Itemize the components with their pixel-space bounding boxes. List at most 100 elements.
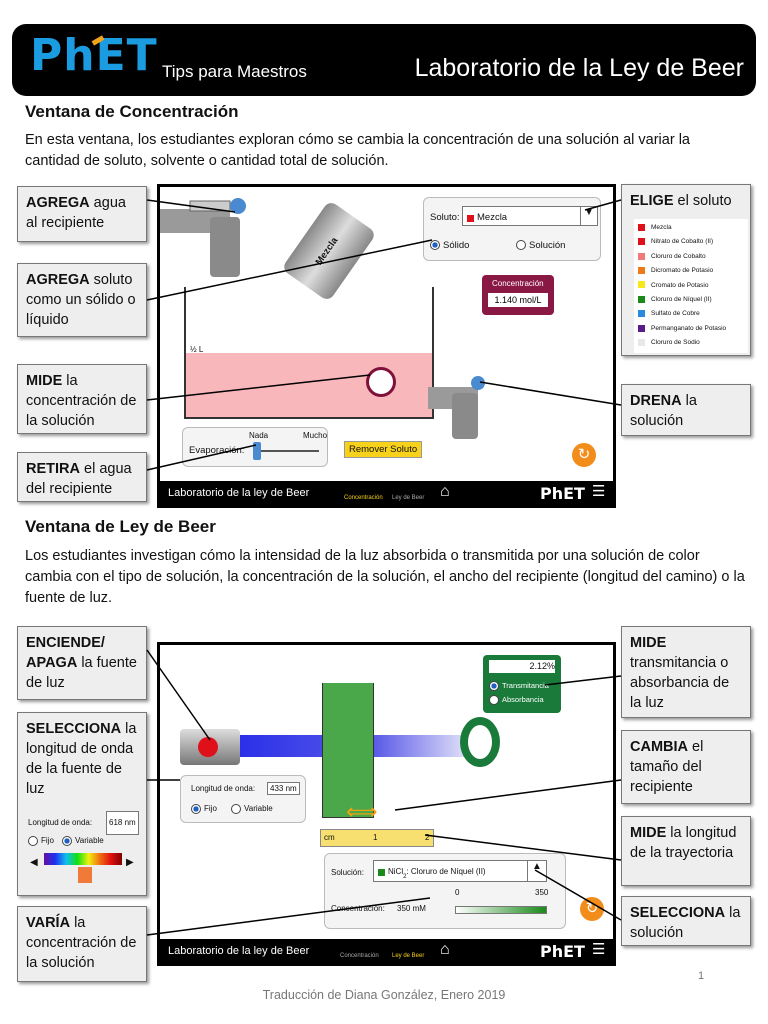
solute-list-item[interactable]: Cloruro de Cobalto — [638, 250, 744, 264]
solute-list-item[interactable]: Permanganato de Potasio — [638, 322, 744, 336]
concentration-probe-icon[interactable] — [366, 367, 396, 397]
callout-light-toggle: ENCIENDE/ APAGA la fuente de luz — [17, 626, 147, 700]
tab-beers-law[interactable]: Ley de Beer — [392, 953, 425, 959]
solute-color-swatch — [638, 223, 645, 231]
remove-solute-button[interactable]: Remover Soluto — [344, 441, 423, 458]
solute-panel: Soluto: Mezcla ▼ Sólido Solución — [423, 197, 601, 261]
solute-list-item[interactable]: Cloruro de Níquel (II) — [638, 293, 744, 307]
home-icon[interactable]: ⌂ — [440, 941, 450, 958]
ruler[interactable]: cm 1 2 — [320, 829, 434, 847]
wavelength-slider-thumb[interactable] — [78, 867, 92, 883]
variable-radio[interactable]: Variable — [231, 804, 273, 814]
wavelength-readout: 433 nm — [267, 782, 300, 795]
solution-radio[interactable]: Solución — [516, 240, 565, 251]
tab-concentration[interactable]: Concentración — [340, 953, 379, 959]
solute-dropdown[interactable]: Mezcla ▼ — [462, 206, 598, 226]
concentration-meter: Concentración 1.140 mol/L — [482, 275, 554, 315]
callout-drain: DRENA la solución — [621, 384, 751, 436]
solute-color-swatch — [638, 281, 645, 289]
home-icon[interactable]: ⌂ — [440, 483, 450, 500]
chevron-left-icon[interactable]: ◀ — [30, 857, 38, 868]
solute-list-label: Sulfato de Cobre — [651, 310, 700, 318]
callout-add-water: AGREGA agua al recipiente — [17, 186, 147, 242]
solute-list-item[interactable]: Cromato de Potasio — [638, 279, 744, 293]
callout-wavelength: SELECCIONA la longitud de onda de la fue… — [17, 712, 147, 896]
solution-panel: Solución: NiCl2: Cloruro de Níquel (II) … — [324, 853, 566, 929]
solute-color-swatch — [638, 267, 645, 274]
solute-list-label: Permanganato de Potasio — [651, 324, 727, 332]
sim2-nav-bar: Laboratorio de la ley de Beer Concentrac… — [160, 939, 613, 963]
resize-arrow-icon[interactable]: ⟺ — [346, 799, 378, 824]
fixed-radio[interactable]: Fijo — [191, 804, 217, 814]
callout-measure-concentration: MIDE la concentración de la solución — [17, 364, 147, 434]
evaporation-slider[interactable] — [253, 450, 319, 452]
solute-color-swatch — [638, 252, 645, 260]
solute-list-label: Dicromato de Potasio — [651, 267, 714, 275]
power-button[interactable] — [198, 737, 218, 757]
header-banner: PhET Tips para Maestros Laboratorio de l… — [12, 24, 756, 96]
solute-list-item[interactable]: Dicromato de Potasio — [638, 264, 744, 278]
tab-concentration[interactable]: Concentración — [344, 495, 383, 501]
solute-list-item[interactable]: Nitrato de Cobalto (II) — [638, 235, 744, 249]
water-faucet-icon[interactable] — [160, 197, 250, 277]
solute-color-swatch — [638, 238, 645, 246]
page-number: 1 — [698, 970, 705, 982]
solute-list-label: Cloruro de Sodio — [651, 339, 700, 347]
section2-paragraph: Los estudiantes investigan cómo la inten… — [25, 548, 745, 606]
absorbance-radio[interactable]: Absorbancia — [489, 695, 544, 706]
solute-list-item[interactable]: Sulfato de Cobre — [638, 307, 744, 321]
section1-heading: Ventana de Concentración — [25, 102, 239, 121]
callout-select-solution: SELECCIONA la solución — [621, 896, 751, 946]
solute-color-swatch — [638, 310, 645, 318]
translation-credit: Traducción de Diana González, Enero 2019 — [262, 988, 506, 1002]
solute-list-item[interactable]: Cloruro de Sodio — [638, 336, 744, 350]
callout-add-solute: AGREGA soluto como un sólido o líquido — [17, 263, 147, 337]
concentration-slider[interactable] — [455, 906, 547, 914]
wavelength-panel: Longitud de onda: 433 nm Fijo Variable — [180, 775, 306, 823]
light-source-icon[interactable] — [180, 729, 240, 765]
reset-icon[interactable]: ↻ — [572, 443, 596, 467]
solute-list-label: Mezcla — [651, 224, 672, 231]
beers-law-sim-frame: 2.12% Transmitancia Absorbancia ⟺ Longit… — [157, 642, 616, 966]
callout-path-length: MIDE la longitud de la trayectoria — [621, 816, 751, 886]
solute-color-swatch — [638, 339, 645, 347]
solute-color-swatch — [638, 295, 645, 303]
evaporation-panel: Nada Mucho Evaporación: — [182, 427, 328, 467]
callout-change-size: CAMBIA el tamaño del recipiente — [621, 730, 751, 804]
drain-faucet-icon[interactable] — [428, 373, 488, 443]
callout-remove-water: RETIRA el agua del recipiente — [17, 452, 147, 502]
solution-dropdown[interactable]: NiCl2: Cloruro de Níquel (II) ▲ — [373, 860, 547, 882]
section1-paragraph: En esta ventana, los estudiantes explora… — [25, 132, 690, 169]
callout-vary-concentration: VARÍA la concentración de la solución — [17, 906, 147, 982]
solid-radio[interactable]: Sólido — [430, 240, 469, 251]
solute-list-item[interactable]: Mezcla — [638, 221, 744, 235]
header-title: Laboratorio de la Ley de Beer — [414, 54, 744, 82]
tab-beers-law[interactable]: Ley de Beer — [392, 495, 425, 501]
concentration-readout: 1.140 mol/L — [488, 293, 548, 307]
solute-list-label: Cromato de Potasio — [651, 281, 709, 289]
menu-icon[interactable]: ☰ — [592, 483, 606, 500]
transmittance-radio[interactable]: Transmitancia — [489, 681, 549, 692]
evaporation-slider-thumb[interactable] — [253, 442, 261, 460]
solute-color-swatch — [638, 324, 645, 332]
solute-list-label: Cloruro de Níquel (II) — [651, 296, 712, 304]
chevron-right-icon[interactable]: ▶ — [126, 857, 134, 868]
callout-measure-light: MIDE transmitancia o absorbancia de la l… — [621, 626, 751, 718]
phet-logo: PhET — [30, 30, 158, 81]
detector-icon[interactable] — [460, 717, 500, 767]
chevron-up-icon: ▲ — [527, 861, 546, 881]
header-subtitle: Tips para Maestros — [162, 62, 307, 81]
solute-list-label: Cloruro de Cobalto — [651, 252, 706, 260]
chevron-down-icon: ▼ — [580, 207, 597, 225]
concentration-sim-frame: Mezcla Soluto: Mezcla ▼ Sólido Solución … — [157, 184, 616, 508]
menu-icon[interactable]: ☰ — [592, 941, 606, 958]
cuvette[interactable] — [322, 683, 374, 818]
wavelength-spectrum-slider[interactable] — [44, 853, 122, 865]
section2-heading: Ventana de Ley de Beer — [25, 517, 216, 536]
detector-readout: 2.12% — [489, 660, 555, 673]
sim1-nav-bar: Laboratorio de la ley de Beer Concentrac… — [160, 481, 613, 505]
solute-list-label: Nitrato de Cobalto (II) — [651, 238, 714, 246]
